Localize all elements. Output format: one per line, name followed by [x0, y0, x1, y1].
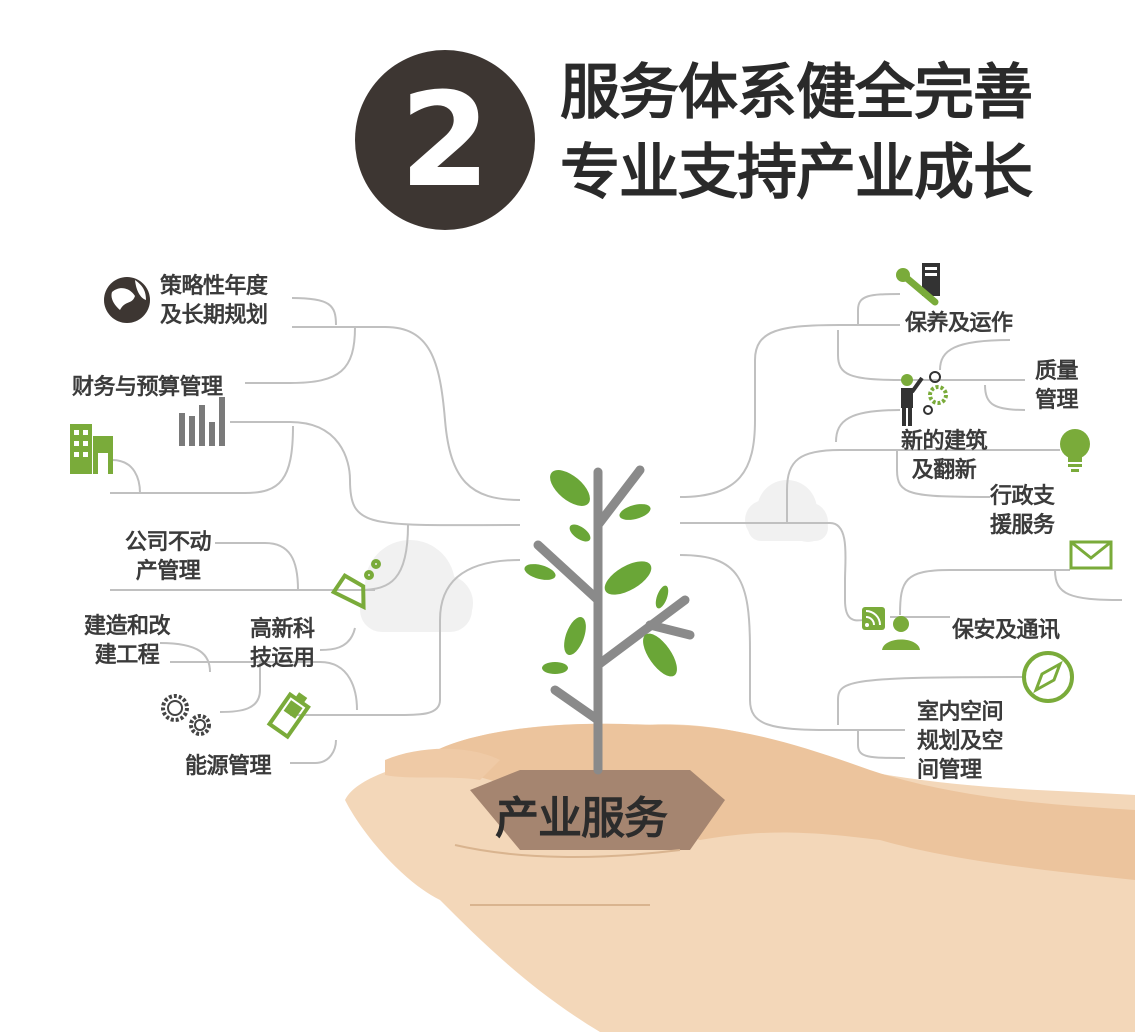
- center-label: 产业服务: [495, 793, 668, 844]
- battery-icon: [266, 691, 311, 740]
- label-line: 产管理: [135, 559, 201, 584]
- label-line: 建工程: [94, 643, 160, 668]
- label-line: 保养及运作: [905, 311, 1013, 336]
- label-line: 建造和改: [84, 614, 171, 639]
- label-line: 能源管理: [185, 754, 272, 779]
- section-number-badge: 2: [355, 50, 535, 230]
- gears-icon: [161, 694, 211, 736]
- bar-chart-icon: [179, 397, 225, 446]
- label-line: 室内空间: [917, 700, 1004, 725]
- tree-leaves: [524, 470, 677, 677]
- label-line: 行政支: [990, 484, 1055, 509]
- label-energy-management: 能源管理: [185, 752, 272, 781]
- label-space-planning: 室内空间规划及空间管理: [917, 698, 1004, 785]
- label-new-building: 新的建筑及翻新: [901, 427, 988, 485]
- person-rss-icon: [862, 607, 920, 650]
- label-line: 策略性年度: [160, 274, 268, 299]
- globe-icon: [104, 277, 150, 323]
- label-line: 质量: [1035, 359, 1079, 384]
- label-line: 高新科: [250, 617, 315, 642]
- title-line-1: 服务体系健全完善: [560, 58, 1033, 128]
- label-line: 保安及通讯: [952, 618, 1060, 643]
- compass-icon: [1022, 651, 1074, 703]
- label-admin-support: 行政支援服务: [990, 482, 1055, 540]
- label-line: 及长期规划: [160, 303, 268, 328]
- label-line: 及翻新: [911, 458, 977, 483]
- label-construction: 建造和改建工程: [84, 612, 171, 670]
- label-line: 援服务: [990, 513, 1055, 538]
- title-line-2: 专业支持产业成长: [560, 138, 1033, 208]
- building-icon: [70, 424, 113, 474]
- envelope-icon: [1069, 540, 1113, 570]
- label-line: 财务与预算管理: [72, 375, 223, 400]
- label-corporate-real-estate: 公司不动产管理: [125, 528, 212, 586]
- label-line: 管理: [1035, 388, 1079, 413]
- worker-gears-icon: [901, 371, 948, 426]
- label-finance-budget: 财务与预算管理: [72, 373, 223, 402]
- label-line: 新的建筑: [901, 429, 988, 454]
- wrench-server-icon: [896, 263, 940, 306]
- tree-illustration: [533, 465, 695, 775]
- label-maintenance: 保养及运作: [905, 309, 1013, 338]
- label-line: 规划及空: [917, 729, 1004, 754]
- label-line: 间管理: [917, 758, 982, 783]
- flask-icon: [330, 559, 381, 611]
- label-line: 公司不动: [125, 530, 212, 555]
- lightbulb-icon: [1060, 429, 1090, 472]
- label-high-tech: 高新科技运用: [250, 615, 315, 673]
- connector-lines: [110, 293, 1123, 764]
- label-strategic-planning: 策略性年度及长期规划: [160, 272, 268, 330]
- label-line: 技运用: [250, 646, 315, 671]
- label-security-communication: 保安及通讯: [952, 616, 1060, 645]
- label-quality: 质量管理: [1035, 357, 1079, 415]
